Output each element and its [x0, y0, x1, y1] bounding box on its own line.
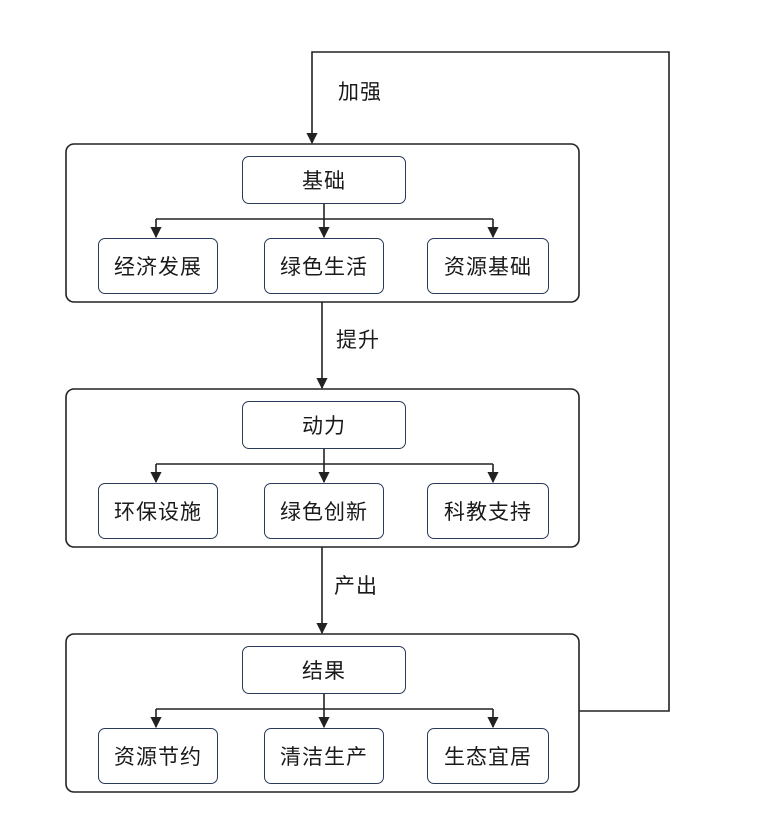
group3-child-node-3: 生态宜居 [427, 728, 549, 784]
group2-head-node: 动力 [242, 401, 406, 449]
group3-child-node-1: 资源节约 [98, 728, 218, 784]
step1-label: 提升 [336, 328, 380, 352]
group1-child-node-1: 经济发展 [98, 238, 218, 294]
group1-child-node-2: 绿色生活 [264, 238, 384, 294]
feedback-label: 加强 [338, 80, 382, 104]
group1-head-node: 基础 [242, 156, 406, 204]
feedback-loop-arrow [306, 51, 670, 712]
step2-label: 产出 [334, 574, 378, 598]
group2-child-node-2: 绿色创新 [264, 483, 384, 539]
branch-connector-1 [150, 204, 499, 239]
group3-child-node-2: 清洁生产 [264, 728, 384, 784]
group3-head-node: 结果 [242, 646, 406, 694]
branch-connector-2 [150, 449, 499, 484]
group1-child-node-3: 资源基础 [427, 238, 549, 294]
group2-child-node-3: 科教支持 [427, 483, 549, 539]
branch-connector-3 [150, 694, 499, 729]
group2-child-node-1: 环保设施 [98, 483, 218, 539]
